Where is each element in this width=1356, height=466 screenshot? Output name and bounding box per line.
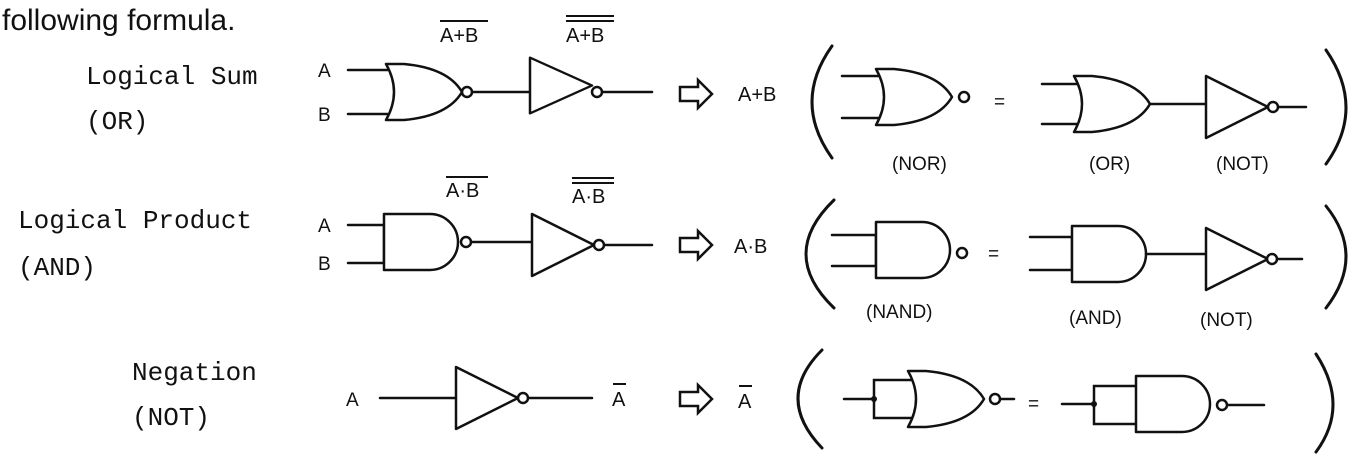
equals-sign: = [994,92,1005,113]
not-bubble [592,238,606,252]
row-label-op: (NOT) [132,403,210,433]
first-output-expr: A·B [446,180,479,202]
input-b-label: B [318,254,331,275]
row-negation: Negation (NOT) A A A = [132,348,1335,454]
input-a-label: A [346,390,359,411]
implies-arrow-icon [678,76,714,112]
nor-bubble [460,85,474,99]
right-paren [1324,48,1348,166]
left-paren [796,348,824,450]
lhs-junction-dot [871,396,877,402]
rhs-gate-tag-2: (NOT) [1200,310,1253,331]
row-logical-sum: Logical Sum (OR) A B A+B A+B A+B (NOR) = [86,15,1348,175]
nand-gate [382,212,460,272]
lhs-nor-gate [906,369,986,429]
not-bubble [516,391,530,405]
input-a-label: A [318,61,331,82]
row-label-op: (OR) [86,107,148,137]
rhs-gate-tag-1: (AND) [1069,308,1122,329]
lhs-tied-inputs-b [872,397,920,420]
result-expr: A+B [738,84,776,106]
second-output-expr: A+B [566,25,604,47]
rhs-gate-tag-1: (OR) [1089,154,1130,175]
lhs-gate-tag: (NOR) [892,154,947,175]
second-output-expr: A·B [572,186,605,208]
rhs-tied-inputs-b [1092,402,1138,426]
rhs-nand-gate [1134,374,1212,434]
rhs-or-gate [1072,74,1152,134]
lhs-tied-inputs [872,378,920,401]
lhs-gate-tag: (NAND) [866,302,933,323]
rhs-and-gate [1070,224,1148,284]
lhs-nor-gate [874,67,954,127]
row-label-name: Logical Product [18,206,252,236]
lhs-nor-bubble [957,90,971,104]
heading-text: following formula. [2,4,235,37]
rhs-not-bubble [1266,100,1280,114]
not-bubble [590,85,604,99]
implies-arrow-icon [678,381,714,417]
rhs-not-bubble [1265,252,1279,266]
lhs-nand-gate [874,220,952,280]
nor-gate [384,62,464,122]
left-paren [810,44,834,160]
result-expr: A·B [734,236,767,258]
left-paren [804,198,836,310]
rhs-gate-tag-2: (NOT) [1216,154,1269,175]
equals-sign: = [1028,394,1039,415]
input-a-label: A [318,216,331,237]
lhs-nor-bubble [988,392,1002,406]
rhs-tied-inputs [1092,384,1138,406]
not-gate [454,365,520,431]
row-logical-product: Logical Product (AND) A B A·B A·B A·B (N… [18,176,1348,331]
row-label-op: (AND) [18,253,96,283]
lhs-nand-bubble [955,246,969,260]
row-label-name: Logical Sum [86,62,258,92]
rhs-nand-bubble [1215,398,1229,412]
rhs-not-gate [1204,226,1270,292]
right-paren [1324,204,1348,310]
row-label-name: Negation [132,358,257,388]
first-output-expr: A+B [440,25,478,47]
output-expr: A [612,389,626,411]
input-b-label: B [318,105,331,126]
rhs-junction-dot [1091,401,1097,407]
right-paren [1314,352,1335,454]
result-expr: A [738,391,752,413]
equals-sign: = [988,244,999,265]
not-gate [528,56,594,115]
rhs-not-gate [1204,74,1270,140]
not-gate [530,212,596,278]
implies-arrow-icon [678,227,714,263]
nand-bubble [459,235,473,249]
